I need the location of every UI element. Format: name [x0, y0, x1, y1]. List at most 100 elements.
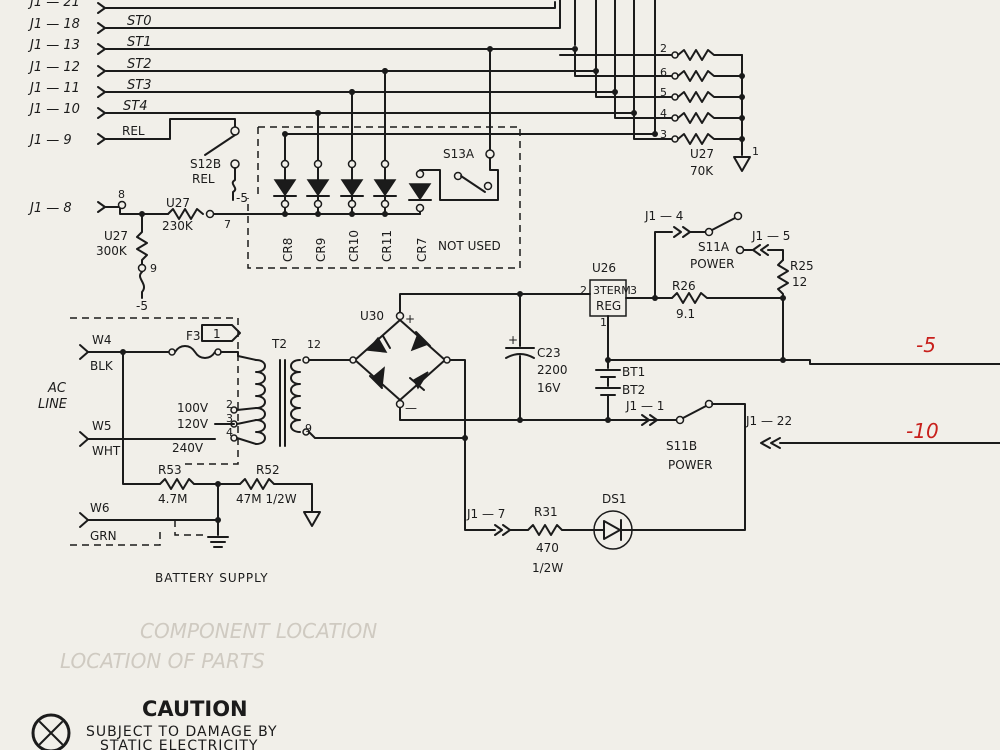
- st4-label: ST4: [123, 99, 147, 114]
- ground-triangle-icon: [303, 511, 321, 527]
- bt2-label: BT2: [622, 383, 645, 397]
- j1-4-label: J1 — 4: [644, 209, 683, 223]
- j1-1-label: J1 — 1: [625, 399, 664, 413]
- u30-minus: —: [405, 401, 417, 415]
- s12b-minus5: -5: [236, 191, 248, 205]
- f3-label: F3: [186, 329, 201, 343]
- j1-13-label: J1 — 13: [27, 38, 80, 53]
- caution-notice: CAUTION SUBJECT TO DAMAGE BY STATIC ELEC…: [31, 697, 278, 750]
- r25-name: R25: [790, 259, 814, 273]
- u27-series-value: 230K: [162, 219, 194, 233]
- bridge-rectifier-u30: U30 + —: [321, 309, 671, 531]
- capacitor-c23: + C23 2200 16V: [505, 293, 568, 423]
- r52-value: 47M 1/2W: [236, 492, 297, 506]
- w5-label: W5: [92, 419, 112, 433]
- st3-line: J1 — 11 ST3: [27, 78, 618, 98]
- tap-pin-3: 3: [226, 412, 233, 425]
- diode-bus-taps: [284, 46, 658, 201]
- j1-8-label: J1 — 8: [27, 201, 72, 216]
- diode-cr10: [340, 159, 364, 209]
- tap-240v: 240V: [172, 441, 204, 455]
- r53-value: 4.7M: [158, 492, 187, 506]
- s13a-label: S13A: [443, 147, 475, 161]
- reg-pin-in: 2: [580, 284, 587, 297]
- c23-voltage: 16V: [537, 381, 561, 395]
- caution-line2: STATIC ELECTRICITY: [100, 738, 258, 750]
- s11a-label: S11A: [698, 240, 730, 254]
- reg-line1: 3TERM: [593, 284, 631, 297]
- st1-line: J1 — 13 ST1: [27, 35, 578, 55]
- j1-11-label: J1 — 11: [27, 81, 80, 96]
- s12b-sub-label: REL: [192, 172, 215, 186]
- w4-color: BLK: [90, 359, 114, 373]
- caution-line1: SUBJECT TO DAMAGE BY: [86, 724, 278, 740]
- j1-5-label: J1 — 5: [751, 229, 790, 243]
- cr7-label: CR7: [415, 238, 429, 262]
- st4-line: J1 — 10 ST4: [27, 99, 637, 119]
- regulator-section: 3TERM REG U26 2 3 1 R26 9.1 J1 — 4 S11A …: [399, 209, 1000, 365]
- resistor-zigzag: [671, 49, 743, 145]
- j1-22-label: J1 — 22: [745, 414, 792, 428]
- diode-cr11: [373, 159, 397, 209]
- tap-100v: 100V: [177, 401, 209, 415]
- r31-name: R31: [534, 505, 558, 519]
- f3-box-label: 1: [213, 327, 221, 341]
- bleed-through-text: LOCATION OF PARTS: [60, 649, 265, 673]
- u27-pin-8: 8: [118, 188, 125, 201]
- j1-7-label: J1 — 7: [466, 507, 505, 521]
- r26-name: R26: [672, 279, 696, 293]
- rp-pin-2: 2: [660, 42, 667, 55]
- diode-array: S13A CR8 CR9 CR10 CR11 CR7 NOT USED: [209, 68, 521, 269]
- bleed-through-text: COMPONENT LOCATION: [140, 619, 377, 643]
- output-minus5-label: -5: [916, 333, 936, 357]
- rp-pin-4: 4: [660, 107, 667, 120]
- t2-pin-9: 9: [305, 422, 312, 435]
- r31-power: 1/2W: [532, 561, 563, 575]
- w5-color: WHT: [92, 444, 121, 458]
- rp-gnd-pin: 1: [752, 145, 759, 158]
- j1-9-label: J1 — 9: [27, 133, 72, 148]
- u30-plus: +: [405, 312, 415, 326]
- battery-supply-label: BATTERY SUPPLY: [155, 571, 269, 585]
- diode-cr8: [273, 159, 297, 209]
- cr11-label: CR11: [380, 230, 394, 262]
- s12b-contact: [230, 159, 240, 169]
- st0-line: J1 — 18 ST0: [27, 0, 561, 34]
- ds1-label: DS1: [602, 492, 627, 506]
- w6-label: W6: [90, 501, 110, 515]
- j1-8-divider: J1 — 8 8 7 U27 230K U27 300K 9 -5: [27, 188, 231, 313]
- ac-label: AC: [47, 381, 67, 396]
- caution-title: CAUTION: [142, 697, 248, 721]
- cr9-label: CR9: [314, 238, 328, 262]
- rp-pin-5: 5: [660, 86, 667, 99]
- chassis-ground-icon: [207, 536, 229, 548]
- r52-name: R52: [256, 463, 280, 477]
- u27-pin-9: 9: [150, 262, 157, 275]
- reg-pin-out: 3: [630, 284, 637, 297]
- st2-label: ST2: [127, 57, 151, 72]
- t2-label: T2: [271, 337, 287, 351]
- r25-value: 12: [792, 275, 807, 289]
- j1-10-label: J1 — 10: [27, 102, 80, 117]
- st0-label: ST0: [127, 14, 151, 29]
- rel-label: REL: [122, 124, 145, 138]
- rp-pin-6: 6: [660, 66, 667, 79]
- r31-value: 470: [536, 541, 559, 555]
- u27-pin-7: 7: [224, 218, 231, 231]
- not-used-label: NOT USED: [438, 239, 501, 253]
- static-warning-icon: [31, 713, 71, 750]
- w6-color: GRN: [90, 529, 117, 543]
- tap-120v: 120V: [177, 417, 209, 431]
- cr10-label: CR10: [347, 230, 361, 262]
- tap-pin-2: 2: [226, 398, 233, 411]
- j1-12-label: J1 — 12: [27, 60, 80, 75]
- diode-cr7: [408, 169, 432, 213]
- j1-18-label: J1 — 18: [27, 17, 80, 32]
- s11b-section: J1 — 1 S11B POWER J1 — 22 -10: [607, 399, 1000, 531]
- cr8-label: CR8: [281, 238, 295, 262]
- resistor-pack-u27: 2 6 5 4 3 1 U27 70K: [554, 27, 759, 178]
- u30-label: U30: [360, 309, 384, 323]
- u27-shunt-value: 300K: [96, 244, 128, 258]
- rp-pin-3: 3: [660, 128, 667, 141]
